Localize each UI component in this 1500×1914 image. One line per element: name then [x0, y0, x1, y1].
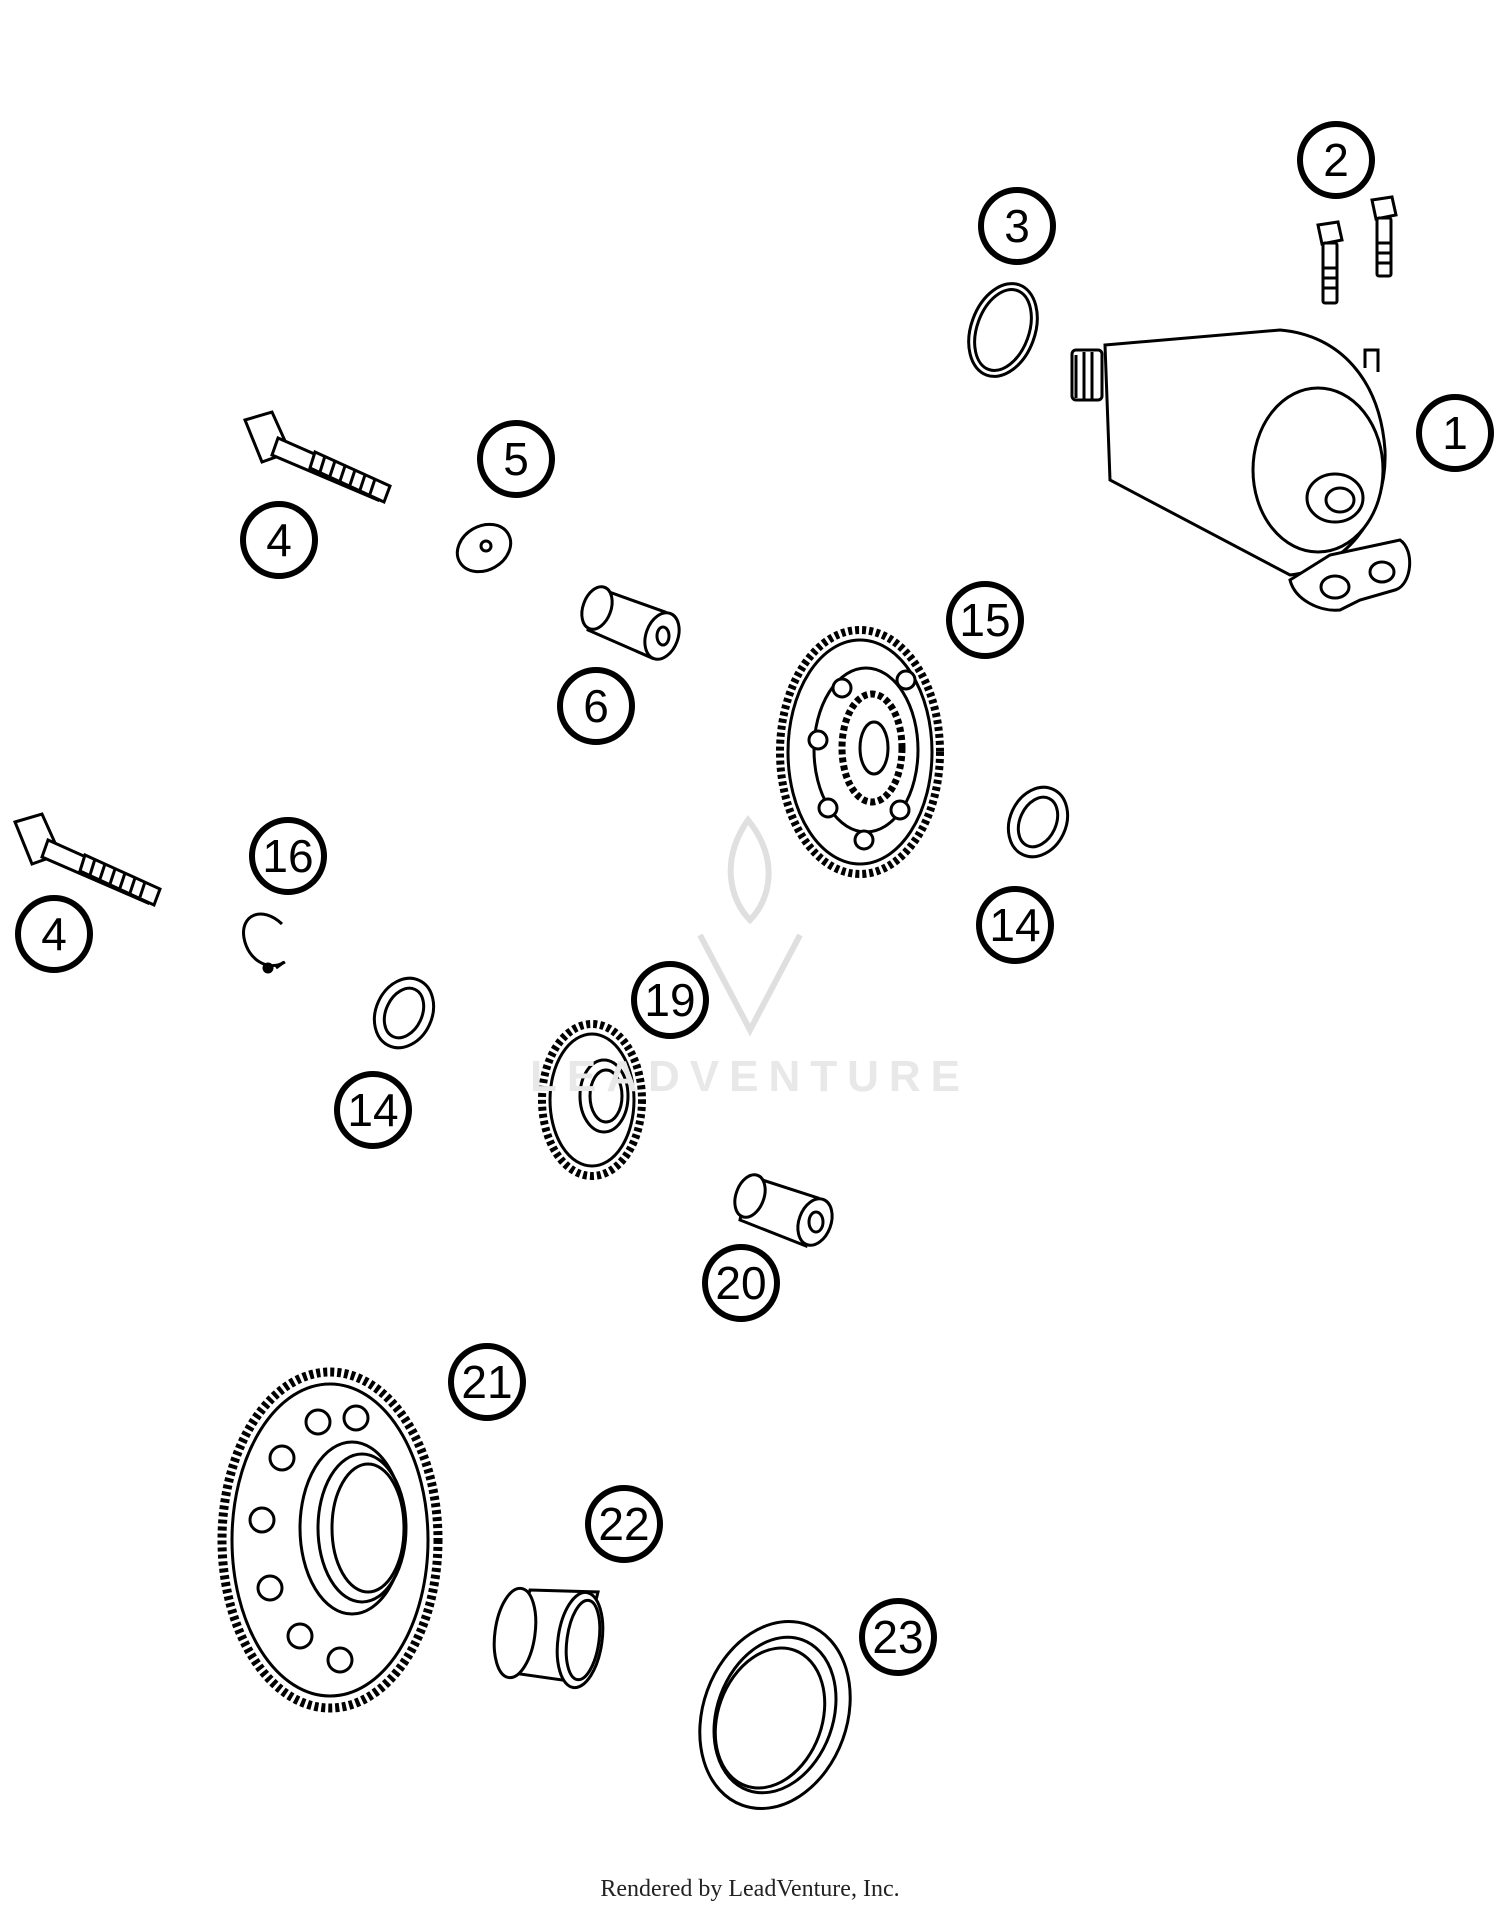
callout-5-text: 5 [503, 433, 529, 485]
callout-4-upper-text: 4 [266, 514, 292, 566]
callout-23-text: 23 [872, 1611, 923, 1663]
footer-credit: Rendered by LeadVenture, Inc. [600, 1876, 900, 1902]
watermark-logo [697, 814, 803, 1037]
callout-3: 3 [978, 187, 1056, 265]
cap-screw-upper [242, 410, 392, 505]
circlip [242, 912, 286, 974]
callout-14-left-text: 14 [347, 1084, 398, 1136]
callout-2: 2 [1297, 121, 1375, 199]
seal-ring [698, 1619, 852, 1811]
shim-left [372, 976, 436, 1050]
callout-5: 5 [477, 420, 555, 498]
callout-1-text: 1 [1442, 407, 1468, 459]
callout-22: 22 [585, 1485, 663, 1563]
bushing-upper [580, 585, 681, 661]
callout-3-text: 3 [1004, 200, 1030, 252]
callout-22-text: 22 [598, 1498, 649, 1550]
callout-14-right-text: 14 [989, 899, 1040, 951]
callout-4-lower: 4 [15, 895, 93, 973]
watermark-text: LEADVENTURE [529, 1052, 971, 1101]
callout-6-text: 6 [583, 680, 609, 732]
callout-14-left: 14 [334, 1071, 412, 1149]
shim-right [1006, 785, 1070, 859]
callout-19: 19 [631, 961, 709, 1039]
callout-15: 15 [946, 581, 1024, 659]
bearing-sleeve [492, 1586, 605, 1690]
callout-14-right: 14 [976, 886, 1054, 964]
callout-23: 23 [859, 1598, 937, 1676]
callout-16: 16 [249, 817, 327, 895]
callout-21-text: 21 [461, 1356, 512, 1408]
callout-15-text: 15 [959, 594, 1010, 646]
starter-bolts [1316, 195, 1398, 305]
small-gear [538, 1020, 646, 1180]
callout-4-upper: 4 [240, 501, 318, 579]
callout-20: 20 [702, 1244, 780, 1322]
washer [455, 522, 513, 574]
callout-16-text: 16 [262, 830, 313, 882]
callout-2-text: 2 [1323, 134, 1349, 186]
large-gear [217, 1367, 443, 1713]
callout-19-text: 19 [644, 974, 695, 1026]
cap-screw-lower [12, 812, 162, 908]
callout-21: 21 [448, 1343, 526, 1421]
callout-4-lower-text: 4 [41, 908, 67, 960]
o-ring [967, 282, 1039, 378]
callout-6: 6 [557, 667, 635, 745]
callout-20-text: 20 [715, 1257, 766, 1309]
intermediate-gear [776, 626, 944, 878]
starter-motor [1070, 328, 1412, 612]
bushing-lower [733, 1173, 834, 1249]
callout-1: 1 [1416, 394, 1494, 472]
